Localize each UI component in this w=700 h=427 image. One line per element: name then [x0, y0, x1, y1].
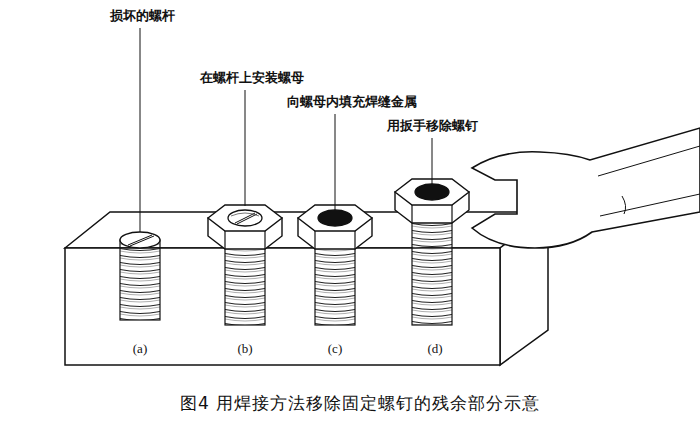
bolt-d — [412, 215, 452, 325]
bolt-b — [225, 245, 265, 325]
figure-caption: 图4 用焊接方法移除固定螺钉的残余部分示意 — [180, 393, 540, 413]
sub-figure-label: (b) — [237, 341, 252, 357]
nut-d — [395, 179, 469, 223]
bolt-a — [120, 232, 160, 320]
wrench — [472, 128, 700, 248]
nut-b — [208, 205, 282, 249]
wrench-detail — [598, 146, 700, 216]
callout-label: 用扳手移除螺钉 — [387, 118, 478, 134]
sub-figure-label: (a) — [133, 341, 147, 357]
callout-label: 向螺母内填充焊缝金属 — [287, 94, 417, 110]
bolt-c — [315, 245, 355, 325]
callout-label: 损坏的螺杆 — [110, 8, 175, 24]
sub-figure-label: (c) — [328, 341, 342, 357]
sub-figure-label: (d) — [427, 341, 442, 357]
nut-c — [298, 205, 372, 249]
callout-label: 在螺杆上安装螺母 — [200, 70, 304, 86]
